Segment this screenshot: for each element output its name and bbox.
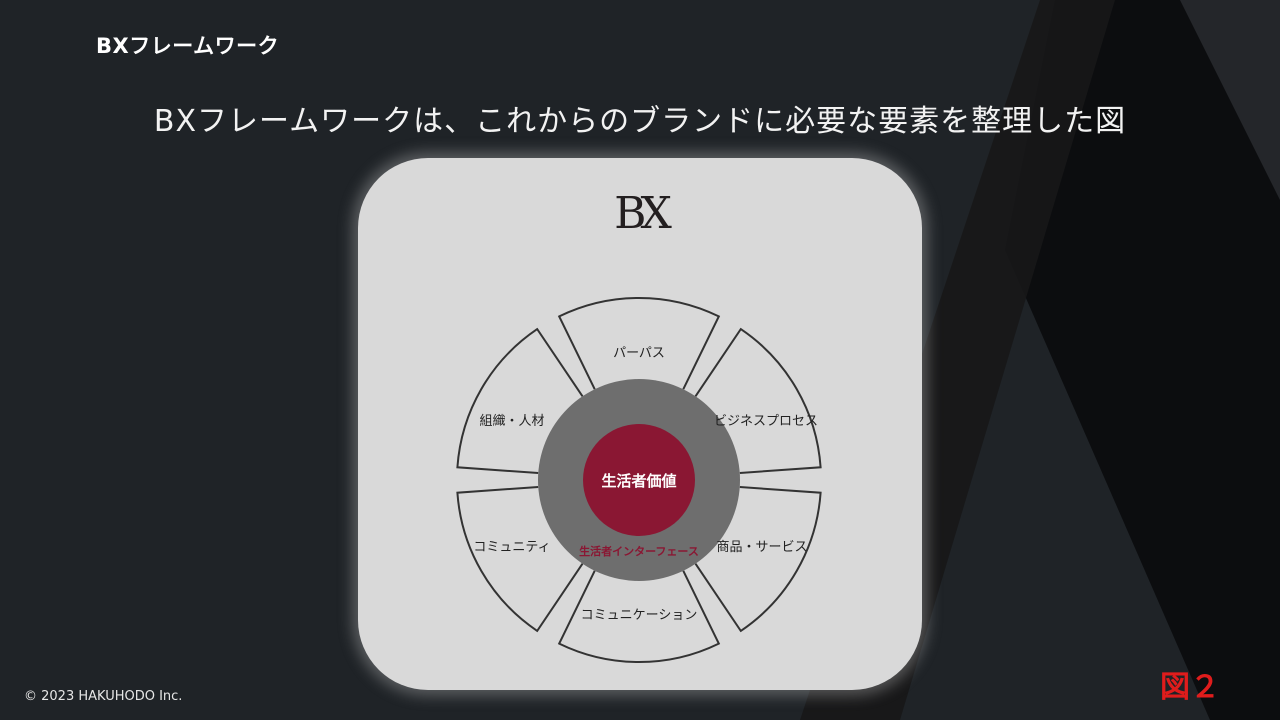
- segment-arcs: [456, 297, 822, 663]
- core-label: 生活者価値: [601, 472, 676, 490]
- copyright: © 2023 HAKUHODO Inc.: [24, 689, 183, 704]
- segment-outline-business-process: [694, 327, 822, 474]
- ring-label: 生活者インターフェース: [579, 544, 699, 558]
- bx-logo: BX: [614, 188, 672, 239]
- bx-framework-diagram: 生活者価値 生活者インターフェース パーパス ビジネスプロセス 商品・サービス …: [456, 297, 822, 663]
- segment-label-purpose: パーパス: [613, 346, 665, 361]
- core-circle: [583, 424, 695, 536]
- segment-label-business-process: ビジネスプロセス: [714, 414, 818, 429]
- slide-title: BXフレームワーク: [96, 34, 280, 58]
- segment-outline-purpose: [557, 297, 721, 390]
- segment-outline-community: [456, 486, 584, 633]
- headline: BXフレームワークは、これからのブランドに必要な要素を整理した図: [153, 104, 1127, 139]
- segment-outline-communication: [557, 570, 721, 663]
- segment-outline-products-services: [694, 486, 822, 633]
- segment-label-organization: 組織・人材: [479, 414, 544, 429]
- segment-outline-organization: [456, 327, 584, 474]
- segment-label-community: コミュニティ: [473, 540, 550, 555]
- segment-label-products-services: 商品・サービス: [716, 540, 807, 555]
- segment-label-communication: コミュニケーション: [581, 608, 698, 623]
- figure-label: 図２: [1160, 670, 1220, 705]
